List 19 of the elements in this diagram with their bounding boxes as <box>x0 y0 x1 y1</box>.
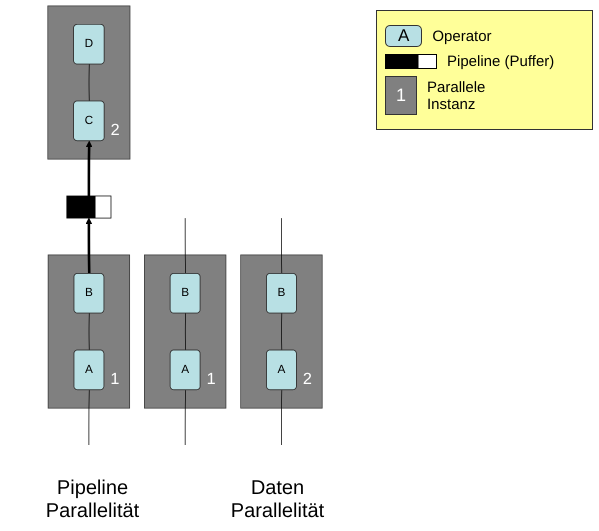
legend-text: Pipeline (Puffer) <box>447 53 554 70</box>
connector <box>184 313 186 351</box>
legend-text: Parallele Instanz <box>427 78 486 112</box>
legend-text: Operator <box>432 28 492 44</box>
arrow <box>86 218 92 274</box>
connector <box>88 390 90 446</box>
connector <box>281 390 282 446</box>
connector <box>88 313 90 351</box>
operator-sample: A <box>385 25 422 47</box>
caption-text: Pipeline Parallelität <box>44 477 140 523</box>
instance-sample: 1 <box>385 76 418 115</box>
arrow <box>86 140 92 196</box>
connector <box>184 218 186 274</box>
connector <box>88 64 90 102</box>
connector <box>184 390 186 446</box>
node-bar <box>66 196 112 218</box>
connector <box>281 313 282 351</box>
caption-text: Daten Parallelität <box>230 477 326 523</box>
connector <box>281 218 282 274</box>
